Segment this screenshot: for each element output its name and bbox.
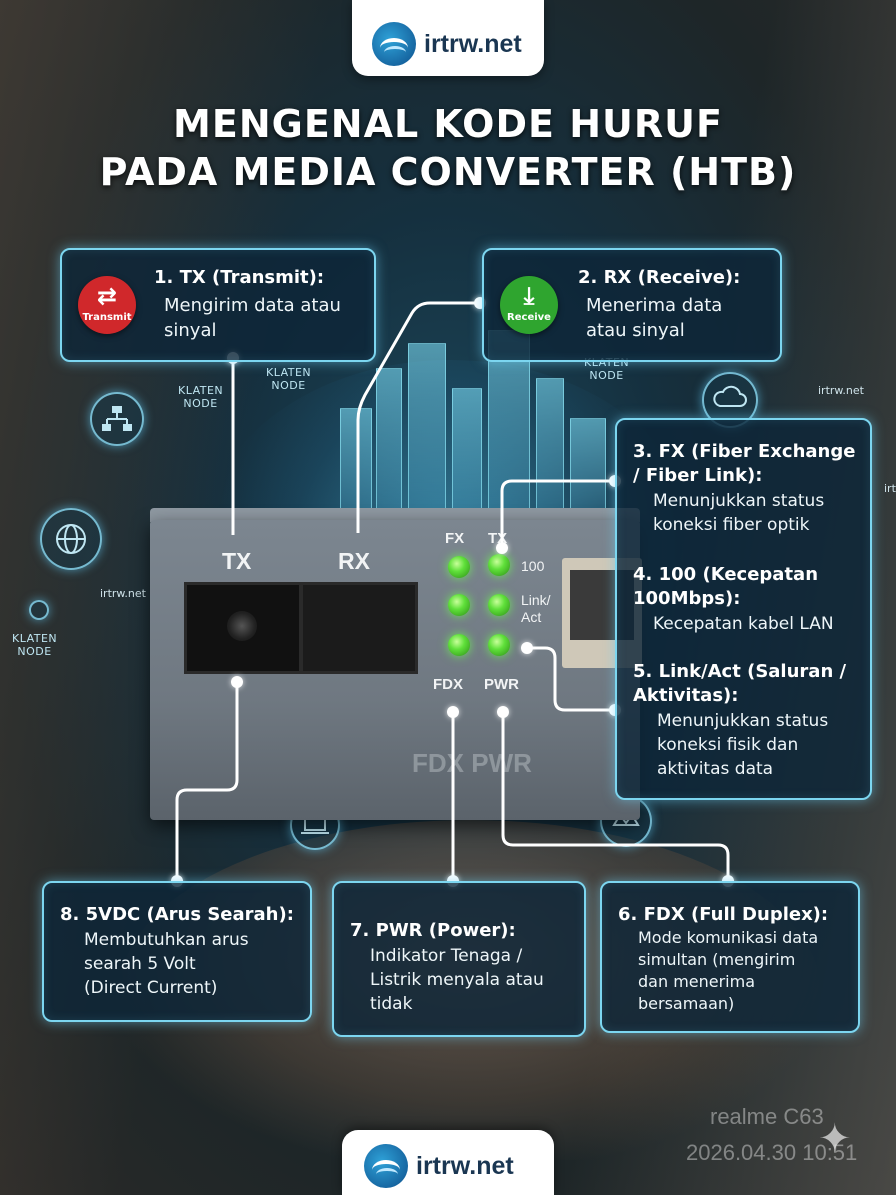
callout-rx: ⤓ Receive 2. RX (Receive): Menerima data… <box>482 248 782 362</box>
page-title-line2: PADA MEDIA CONVERTER (HTB) <box>99 150 797 194</box>
connector-dot <box>496 542 508 554</box>
callout-heading: 8. 5VDC (Arus Searah): <box>60 904 294 925</box>
callout-heading: 5. Link/Act (Saluran / <box>633 661 847 682</box>
connector-dot <box>447 706 459 718</box>
callout-desc: aktivitas data <box>657 759 774 779</box>
callout-desc: Kecepatan kabel LAN <box>653 614 834 634</box>
pwr-led <box>488 634 510 656</box>
node-dot-icon <box>29 600 49 620</box>
receive-badge: ⤓ Receive <box>500 276 558 334</box>
callout-desc: Menerima data <box>586 295 723 316</box>
page-title-line1: MENGENAL KODE HURUF <box>173 102 723 146</box>
callout-desc: Indikator Tenaga / <box>370 946 523 966</box>
building <box>376 368 402 530</box>
callout-desc: koneksi fiber optik <box>653 515 810 535</box>
act-led-label: Act <box>521 609 542 625</box>
callout-desc: tidak <box>370 994 413 1014</box>
callout-heading: 3. FX (Fiber Exchange <box>633 441 856 462</box>
download-icon: ⤓ <box>523 282 535 310</box>
callout-heading: Aktivitas): <box>633 685 739 706</box>
ghost-label: FDX PWR <box>412 748 532 778</box>
wave-stroke <box>384 46 406 59</box>
tx-fiber-port <box>184 582 302 674</box>
transmit-badge-label: Transmit <box>82 312 132 323</box>
callout-desc: Mode komunikasi data <box>638 928 819 947</box>
brand-logo-top: irtrw.net <box>352 0 544 76</box>
swap-arrows-icon: ⇄ <box>96 282 118 310</box>
callout-heading: 7. PWR (Power): <box>350 920 516 941</box>
callout-desc: searah 5 Volt <box>84 954 196 974</box>
callout-desc: dan menerima <box>638 972 756 991</box>
callout-desc: Listrik menyala atau <box>370 970 544 990</box>
speed-led-label: 100 <box>521 558 545 574</box>
fdx-led <box>448 634 470 656</box>
speed-led <box>488 554 510 576</box>
globe-icon <box>40 508 102 570</box>
network-node-icon <box>90 392 144 446</box>
fx-led <box>448 556 470 578</box>
fdx-led-label: FDX <box>433 676 463 693</box>
link-led-left <box>448 594 470 616</box>
brand-name: irtrw.net <box>416 1152 514 1180</box>
callout-desc: Mengirim data atau <box>164 295 341 316</box>
brand-logo-bottom: irtrw.net <box>342 1130 554 1195</box>
tx-port-label: TX <box>222 548 252 574</box>
building <box>408 343 446 530</box>
brand-wave-icon <box>364 1144 408 1188</box>
callout-desc: (Direct Current) <box>84 978 218 998</box>
connector-dot <box>521 642 533 654</box>
fx-led-label: FX <box>445 530 465 547</box>
callout-fdx: 6. FDX (Full Duplex): Mode komunikasi da… <box>600 881 860 1033</box>
callout-desc: koneksi fisik dan <box>657 735 799 755</box>
callout-desc: atau sinyal <box>586 320 685 341</box>
callout-desc: simultan (mengirim <box>638 950 796 969</box>
connector-dot <box>497 706 509 718</box>
callout-right-panel: 3. FX (Fiber Exchange / Fiber Link): Men… <box>615 418 872 800</box>
connector-dot <box>231 676 243 688</box>
watermark: irt <box>884 482 896 495</box>
sparkle-icon: ✦ <box>818 1116 852 1162</box>
rx-port-label: RX <box>338 548 370 574</box>
wave-stroke <box>376 1168 398 1181</box>
wave-stroke <box>372 1160 400 1180</box>
receive-badge-label: Receive <box>507 312 551 323</box>
watermark: irtrw.net <box>818 384 864 397</box>
wave-stroke <box>380 38 408 58</box>
callout-heading: / Fiber Link): <box>633 465 763 486</box>
callout-heading: 1. TX (Transmit): <box>154 267 325 288</box>
callout-pwr: 7. PWR (Power): Indikator Tenaga / Listr… <box>332 881 586 1037</box>
camera-watermark-date: 2026.04.30 10:51 <box>686 1140 858 1165</box>
callout-desc: Menunjukkan status <box>657 711 829 731</box>
brand-name: irtrw.net <box>424 30 522 58</box>
transmit-badge: ⇄ Transmit <box>78 276 136 334</box>
rx-fiber-port <box>300 582 418 674</box>
callout-desc: bersamaan) <box>638 994 735 1013</box>
callout-5vdc: 8. 5VDC (Arus Searah): Membutuhkan arus … <box>42 881 312 1022</box>
watermark: irtrw.net <box>100 587 146 600</box>
callout-desc: sinyal <box>164 320 217 341</box>
callout-desc: Membutuhkan arus <box>84 930 249 950</box>
callout-tx: ⇄ Transmit 1. TX (Transmit): Mengirim da… <box>60 248 376 362</box>
brand-wave-icon <box>372 22 416 66</box>
pwr-led-label: PWR <box>484 676 519 693</box>
callout-desc: Menunjukkan status <box>653 491 825 511</box>
callout-heading: 100Mbps): <box>633 588 741 609</box>
link-act-led <box>488 594 510 616</box>
callout-heading: 4. 100 (Kecepatan <box>633 564 819 585</box>
fiber-ferrule <box>227 611 257 641</box>
camera-watermark-model: realme C63 <box>710 1104 824 1129</box>
callout-heading: 2. RX (Receive): <box>578 267 741 288</box>
callout-heading: 6. FDX (Full Duplex): <box>618 904 829 925</box>
link-led-label: Link/ <box>521 592 551 608</box>
